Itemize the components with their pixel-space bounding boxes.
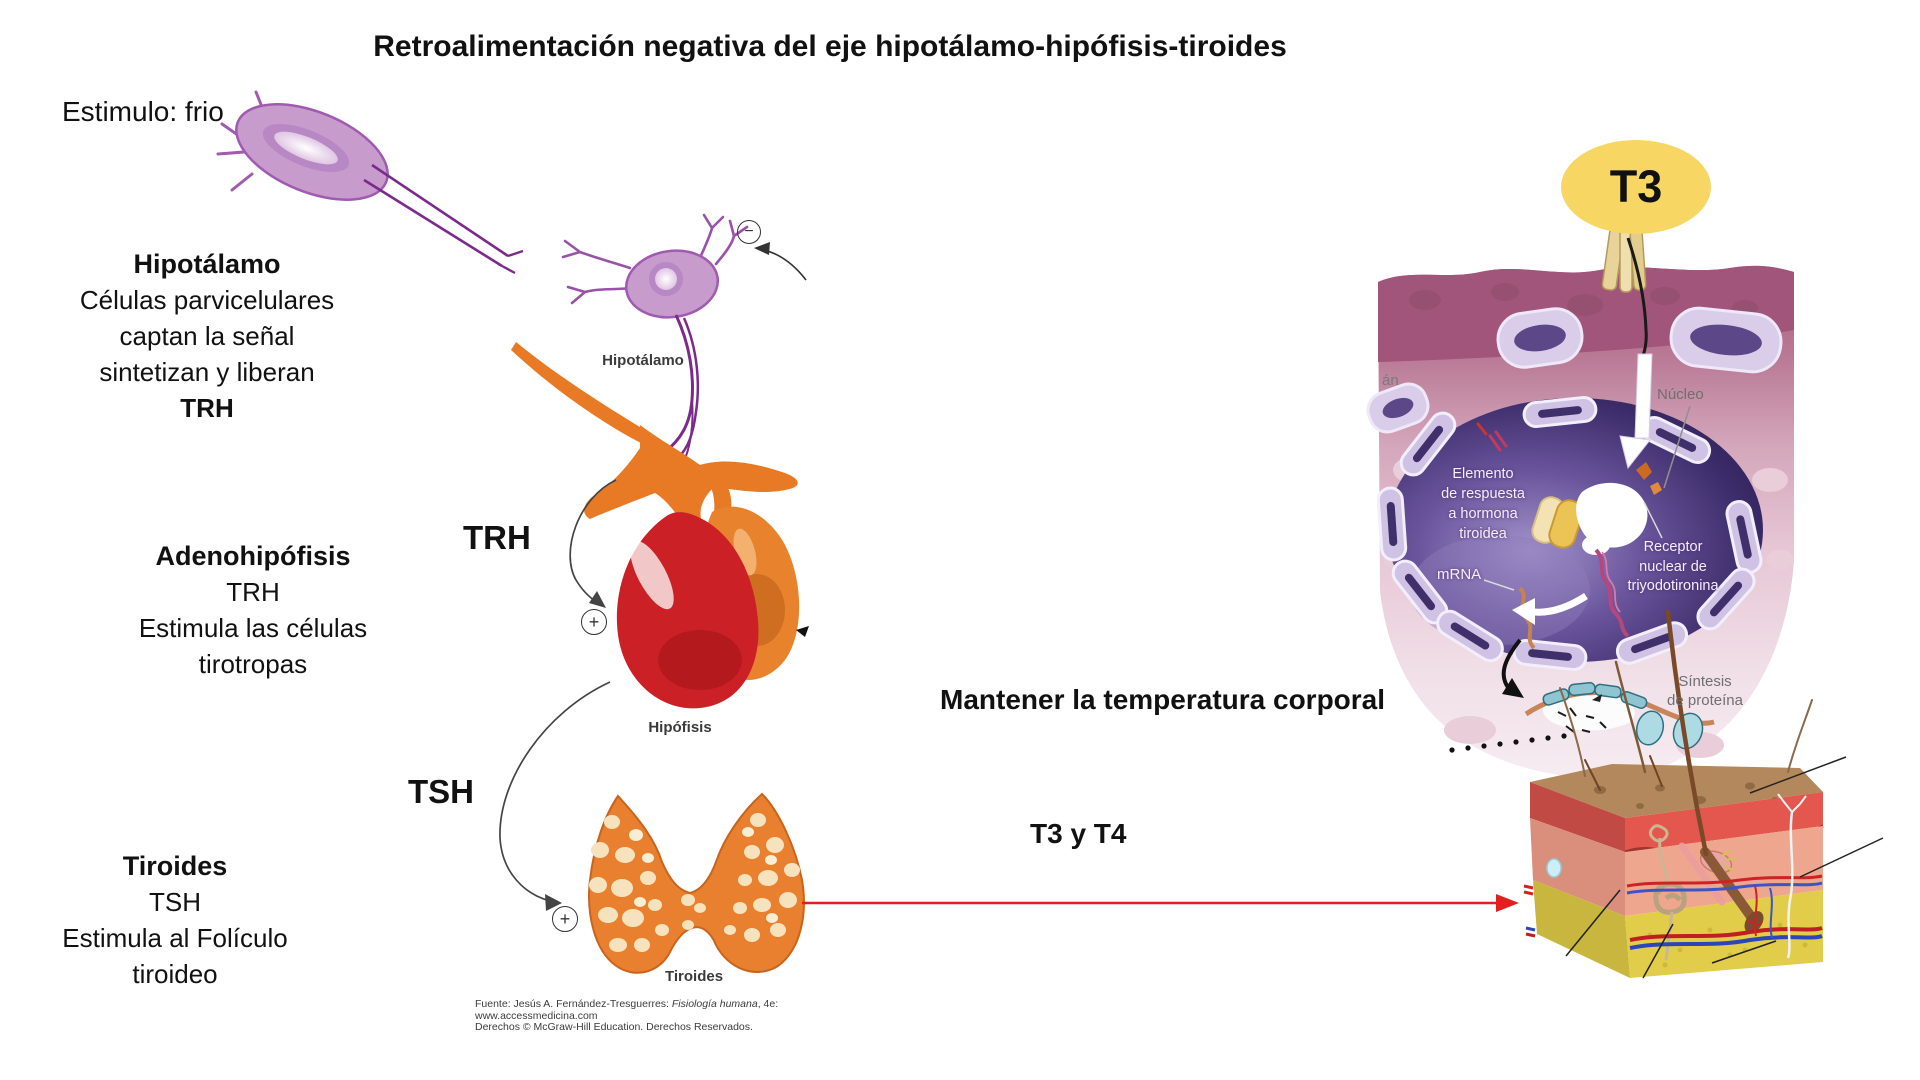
response-element-label: Elemento de respuesta a hormona tiroidea [1441, 464, 1525, 544]
hypothalamic-neuron [561, 213, 749, 459]
membrane-pores [1366, 306, 1783, 434]
annotation-lines [1565, 756, 1884, 979]
synthesis-line: de proteína [1667, 692, 1743, 709]
source-credit: Fuente: Jesús A. Fernández-Tresguerres: … [475, 998, 779, 1034]
receptor-label: Receptor nuclear de triyodotironina [1627, 538, 1718, 597]
hypothalamus-line: Células parvicelulares [79, 285, 335, 315]
t3-entry [1601, 225, 1653, 470]
response-element-line: de respuesta [1441, 486, 1525, 502]
response-element-line: tiroidea [1459, 526, 1507, 542]
hypothalamus-heading: Hipotálamo [133, 249, 281, 279]
synthesis-label: Síntesis de proteína [1667, 672, 1743, 710]
adenohypophysis-line: tirotropas [198, 649, 308, 679]
response-element-line: a hormona [1448, 506, 1518, 522]
t3-badge: T3 [1561, 140, 1711, 234]
hypothalamus-trh-line: TRH [180, 393, 234, 423]
synthesis-line: Síntesis [1678, 673, 1732, 690]
target-cell-illustration [1366, 225, 1884, 979]
source-text: Fuente: Jesús A. Fernández-Tresguerres: [475, 998, 672, 1010]
tsh-arrow [499, 681, 611, 911]
negative-feedback-arrow [754, 242, 807, 281]
minus-icon: − [737, 220, 761, 244]
thyroid-heading: Tiroides [122, 851, 228, 881]
receptor-line: triyodotironina [1627, 578, 1719, 594]
receptor-complex [1476, 422, 1662, 650]
thyroid-illustration [588, 792, 805, 974]
tsh-hormone-label: TSH [408, 773, 474, 810]
adenohypophysis-line: TRH [226, 577, 280, 607]
adenohypophysis-text-block: Adenohipófisis TRH Estimula las células … [139, 538, 367, 682]
trh-hormone-label: TRH [463, 519, 531, 556]
label-pointers [1483, 405, 1691, 591]
pituitary-illustration [511, 342, 809, 709]
ribosome [1524, 681, 1715, 750]
hypophysis-diagram-label: Hipófisis [648, 719, 712, 736]
nuclear-membrane [1376, 395, 1763, 672]
adenohypophysis-line: Estimula las células [138, 613, 368, 643]
export-arrow [1449, 638, 1567, 753]
response-element-line: Elemento [1452, 466, 1514, 482]
hormones-label: T3 y T4 [1030, 818, 1127, 849]
hypothalamus-line: captan la señal [119, 321, 295, 351]
page-title: Retroalimentación negativa del eje hipot… [373, 30, 1287, 63]
plus-icon: + [552, 906, 578, 932]
truncated-label: án [1382, 372, 1399, 389]
stimulus-neuron [216, 90, 524, 275]
source-line-2: www.accessmedicina.com [475, 1009, 598, 1022]
adenohypophysis-heading: Adenohipófisis [155, 541, 351, 571]
thyroid-diagram-label: Tiroides [664, 968, 724, 985]
t3-t4-arrow [802, 894, 1519, 912]
hypothalamus-diagram-label: Hipotálamo [602, 352, 684, 369]
plus-icon: + [581, 609, 607, 635]
temperature-label: Mantener la temperatura corporal [940, 684, 1386, 715]
hypothalamus-line: sintetizan y liberan [99, 357, 315, 387]
source-line-1: Fuente: Jesús A. Fernández-Tresguerres: … [475, 998, 779, 1011]
thyroid-line: Estimula al Folículo [62, 923, 288, 953]
t3-label: T3 [1609, 161, 1663, 212]
thyroid-line: TSH [148, 887, 201, 917]
thyroid-text-block: Tiroides TSH Estimula al Folículo tiroid… [62, 848, 287, 992]
hypothalamus-text-block: Hipotálamo Células parvicelulares captan… [80, 246, 334, 426]
source-line-3: Derechos © McGraw-Hill Education. Derech… [475, 1021, 753, 1033]
source-text: , 4e: [757, 998, 779, 1010]
thyroid-line: tiroideo [132, 959, 218, 989]
stimulus-label: Estimulo: frio [62, 96, 224, 127]
source-italic: Fisiología humana [671, 998, 758, 1010]
receptor-line: Receptor [1643, 539, 1703, 555]
nucleus-label: Núcleo [1657, 386, 1704, 403]
mrna-label: mRNA [1437, 566, 1482, 583]
receptor-line: nuclear de [1639, 558, 1707, 575]
hairs [1559, 609, 1813, 857]
skin-block [1523, 764, 1824, 978]
trh-arrow [569, 479, 617, 608]
